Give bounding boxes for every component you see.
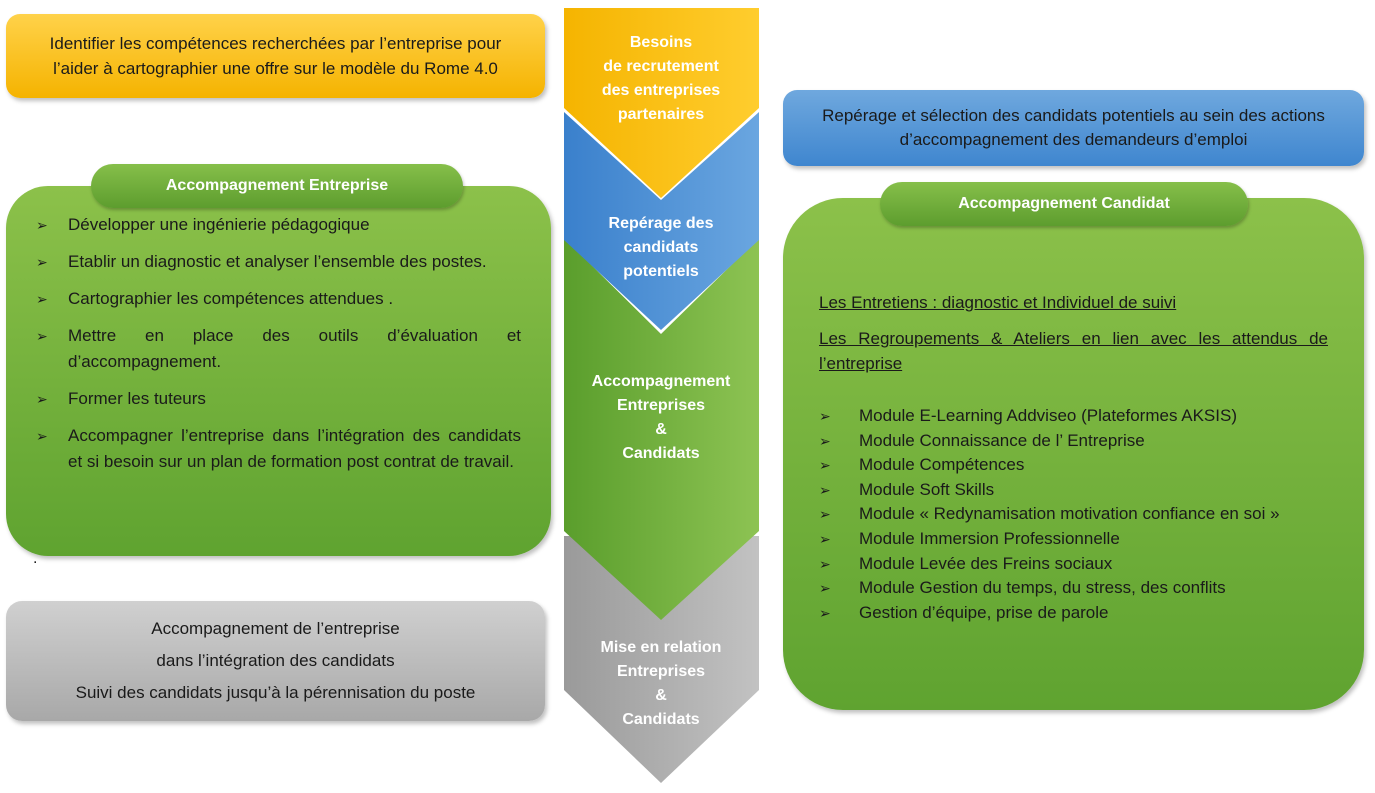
recruitment-needs-line1: Identifier les compétences recherchées p… bbox=[49, 34, 502, 53]
candidate-support-title: Accompagnement Candidat bbox=[880, 182, 1248, 226]
module-item: ➢Module Levée des Freins sociaux bbox=[819, 552, 1328, 577]
module-item: ➢Module Gestion du temps, du stress, des… bbox=[819, 576, 1328, 601]
chevron-green bbox=[564, 238, 759, 620]
company-support-panel: ➢Développer une ingénierie pédagogique ➢… bbox=[6, 186, 551, 556]
stray-dot: . bbox=[33, 550, 38, 567]
company-support-item: ➢Accompagner l’entreprise dans l’intégra… bbox=[36, 423, 521, 475]
chevron-label-needs: Besoins de recrutement des entreprises p… bbox=[601, 34, 721, 123]
arrow-bullet-icon: ➢ bbox=[819, 555, 831, 572]
company-support-item: ➢Développer une ingénierie pédagogique bbox=[36, 212, 521, 238]
candidate-integration-line1: Accompagnement de l’entreprise bbox=[151, 619, 400, 638]
arrow-bullet-icon: ➢ bbox=[819, 481, 831, 498]
arrow-bullet-icon: ➢ bbox=[36, 391, 48, 407]
chevron-label-matching: Mise en relation Entreprises & Candidats bbox=[600, 639, 722, 728]
company-support-item: ➢Etablir un diagnostic et analyser l’ens… bbox=[36, 249, 521, 275]
arrow-bullet-icon: ➢ bbox=[36, 291, 48, 307]
candidate-support-panel: Les Entretiens : diagnostic et Individue… bbox=[783, 198, 1364, 710]
chevron-yellow bbox=[564, 8, 759, 198]
module-item: ➢Gestion d’équipe, prise de parole bbox=[819, 601, 1328, 626]
company-support-list: ➢Développer une ingénierie pédagogique ➢… bbox=[36, 212, 521, 475]
module-item: ➢Module Immersion Professionnelle bbox=[819, 527, 1328, 552]
arrow-bullet-icon: ➢ bbox=[819, 408, 831, 424]
candidate-integration-box: Accompagnement de l’entreprise dans l’in… bbox=[6, 601, 545, 721]
module-item: ➢Module Connaissance de l’ Entreprise bbox=[819, 429, 1328, 454]
candidate-selection-box: Repérage et sélection des candidats pote… bbox=[783, 90, 1364, 166]
arrow-bullet-icon: ➢ bbox=[819, 432, 831, 449]
company-support-item: ➢Mettre en place des outils d’évaluation… bbox=[36, 323, 521, 375]
arrow-bullet-icon: ➢ bbox=[36, 217, 48, 233]
arrow-bullet-icon: ➢ bbox=[819, 604, 831, 621]
company-support-item: ➢Former les tuteurs bbox=[36, 386, 521, 412]
chevron-label-sourcing: Repérage des candidats potentiels bbox=[608, 215, 714, 280]
chevron-gray bbox=[564, 536, 759, 783]
module-item: ➢Module Compétences bbox=[819, 453, 1328, 478]
arrow-bullet-icon: ➢ bbox=[819, 580, 831, 597]
recruitment-needs-line2: l’aider à cartographier une offre sur le… bbox=[53, 59, 498, 78]
interviews-heading: Les Entretiens : diagnostic et Individue… bbox=[819, 293, 1177, 312]
arrow-bullet-icon: ➢ bbox=[36, 328, 48, 344]
company-support-title: Accompagnement Entreprise bbox=[91, 164, 463, 208]
candidate-selection-line2: d’accompagnement des demandeurs d’emploi bbox=[899, 130, 1248, 149]
process-chevrons bbox=[564, 8, 759, 783]
arrow-bullet-icon: ➢ bbox=[36, 428, 48, 444]
module-item: ➢Module E-Learning Addviseo (Plateformes… bbox=[819, 404, 1328, 429]
candidate-selection-line1: Repérage et sélection des candidats pote… bbox=[822, 106, 1325, 125]
arrow-bullet-icon: ➢ bbox=[819, 506, 831, 523]
recruitment-needs-box: Identifier les compétences recherchées p… bbox=[6, 14, 545, 98]
chevron-blue bbox=[564, 112, 759, 330]
module-item: ➢Module « Redynamisation motivation conf… bbox=[819, 502, 1328, 527]
candidate-integration-line3: Suivi des candidats jusqu’à la pérennisa… bbox=[75, 683, 476, 702]
company-support-item: ➢Cartographier les compétences attendues… bbox=[36, 286, 521, 312]
chevron-label-support: Accompagnement Entreprises & Candidats bbox=[591, 373, 731, 462]
arrow-bullet-icon: ➢ bbox=[819, 530, 831, 547]
arrow-bullet-icon: ➢ bbox=[819, 457, 831, 474]
workshops-heading: Les Regroupements & Ateliers en lien ave… bbox=[819, 329, 1328, 373]
module-item: ➢Module Soft Skills bbox=[819, 478, 1328, 503]
candidate-integration-line2: dans l’intégration des candidats bbox=[156, 651, 395, 670]
arrow-bullet-icon: ➢ bbox=[36, 254, 48, 270]
modules-list: ➢Module E-Learning Addviseo (Plateformes… bbox=[819, 404, 1328, 625]
